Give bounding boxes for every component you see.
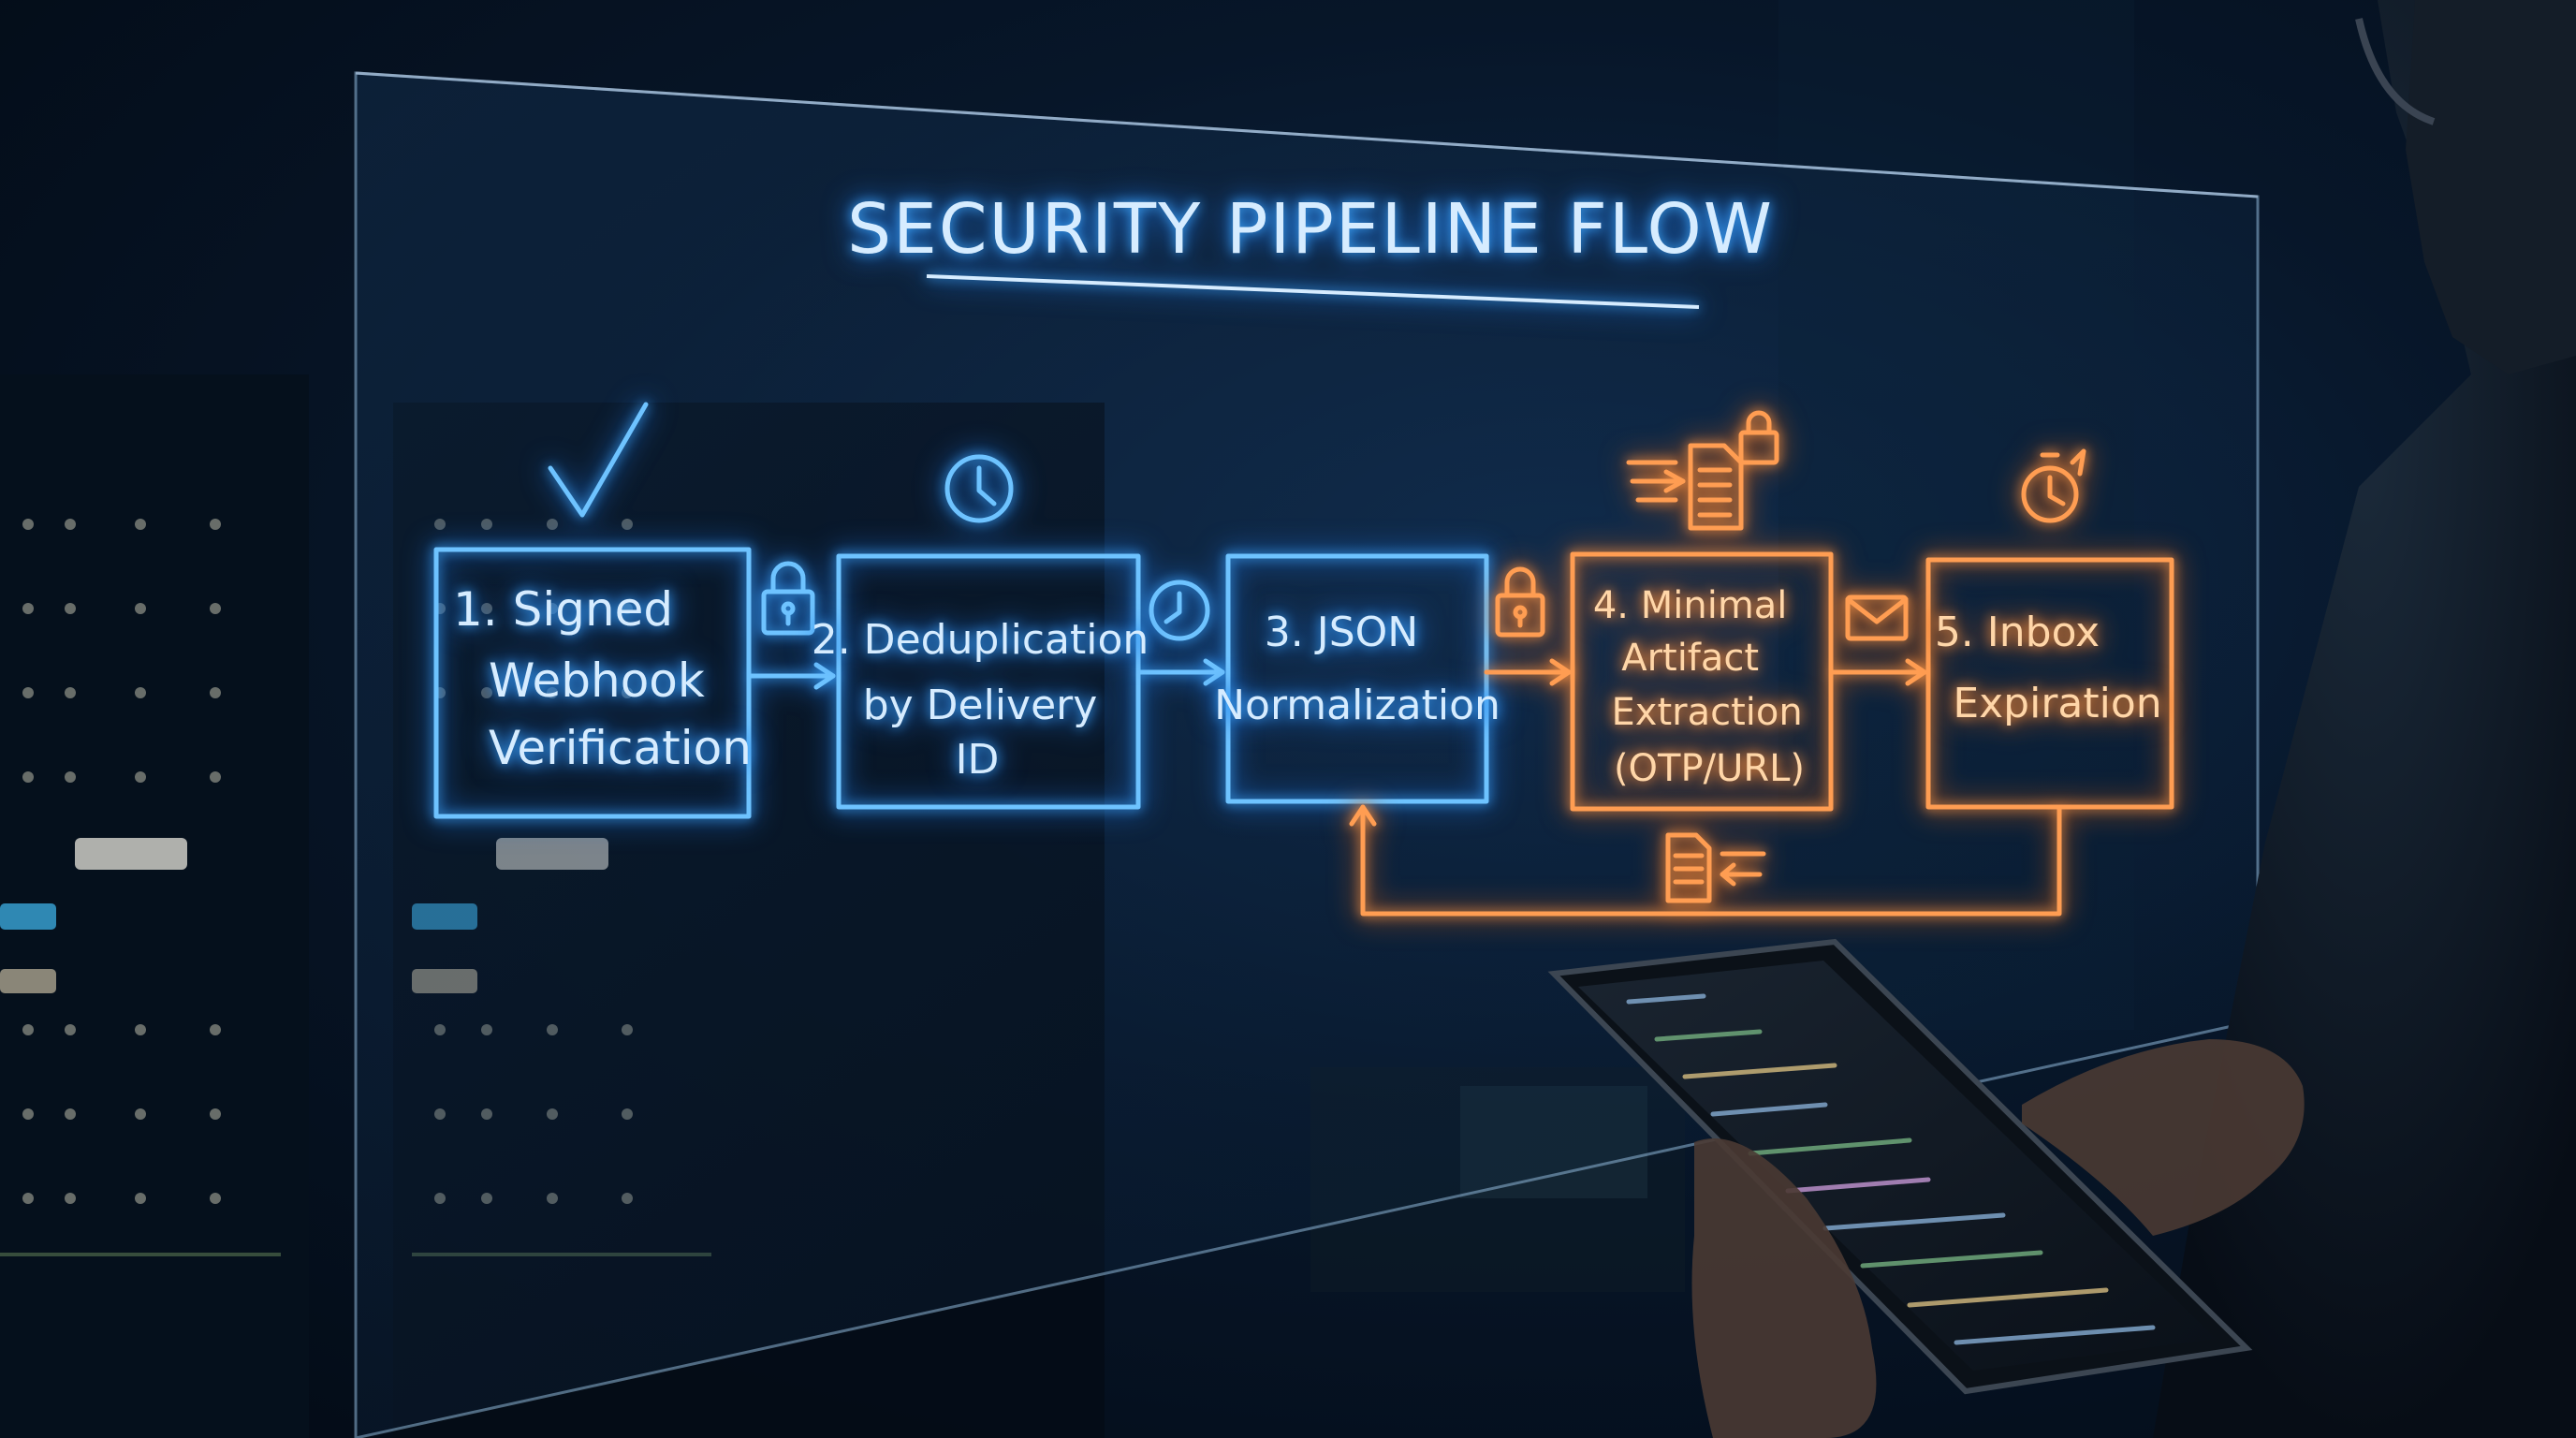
document-lock-icon [1626,410,1779,531]
step-4-line-1: 4. Minimal [1593,584,1788,627]
step-2-line-3: ID [956,736,1000,784]
envelope-icon [1845,594,1909,641]
clock-icon [1149,580,1210,641]
step-4-label: 4. Minimal Artifact Extraction (OTP/URL) [1593,584,1815,790]
step-4-line-3: Extraction [1612,691,1803,734]
arrow-4-5 [1828,658,1927,686]
document-icon [1665,832,1766,903]
diagram-title: SECURITY PIPELINE FLOW [847,189,1774,270]
step-1-line-2: Webhook [489,653,705,708]
step-1-label: 1. Signed Webhook Verification [453,582,752,775]
step-5-line-1: 5. Inbox [1935,609,2100,656]
hands [1691,1039,2305,1438]
step-4-line-2: Artifact [1621,637,1759,680]
step-3-line-2: Normalization [1214,682,1500,729]
padlock-icon [1495,566,1545,638]
step-5-label: 5. Inbox Expiration [1935,609,2162,727]
arrow-1-2 [746,662,836,690]
padlock-icon [761,561,815,636]
feedback-loop-arrow [1349,804,2062,917]
diagram-title-group: SECURITY PIPELINE FLOW [847,189,1774,309]
step-2-line-1: 2. Deduplication [812,616,1149,664]
code-lines [1626,993,2156,1345]
timer-icon [2021,448,2086,523]
arrow-3-4 [1484,658,1572,686]
glasses-icon [2355,18,2436,125]
step-2-label: 2. Deduplication by Delivery ID [812,616,1163,784]
checkmark-icon [548,402,649,518]
step-4-box [1570,551,1834,812]
step-2-line-2: by Delivery [863,682,1098,729]
step-3-label: 3. JSON Normalization [1214,609,1500,729]
step-5-box [1925,557,2174,810]
step-3-box [1225,553,1489,804]
step-4-line-4: (OTP/URL) [1614,747,1805,790]
step-1-line-1: 1. Signed [453,582,673,637]
arrow-2-3 [1135,658,1225,686]
clock-icon [944,454,1014,523]
step-5-line-2: Expiration [1953,680,2161,727]
step-1-line-3: Verification [489,721,752,775]
step-1-box [433,547,752,819]
step-3-line-1: 3. JSON [1265,609,1418,656]
step-2-box [836,553,1141,810]
